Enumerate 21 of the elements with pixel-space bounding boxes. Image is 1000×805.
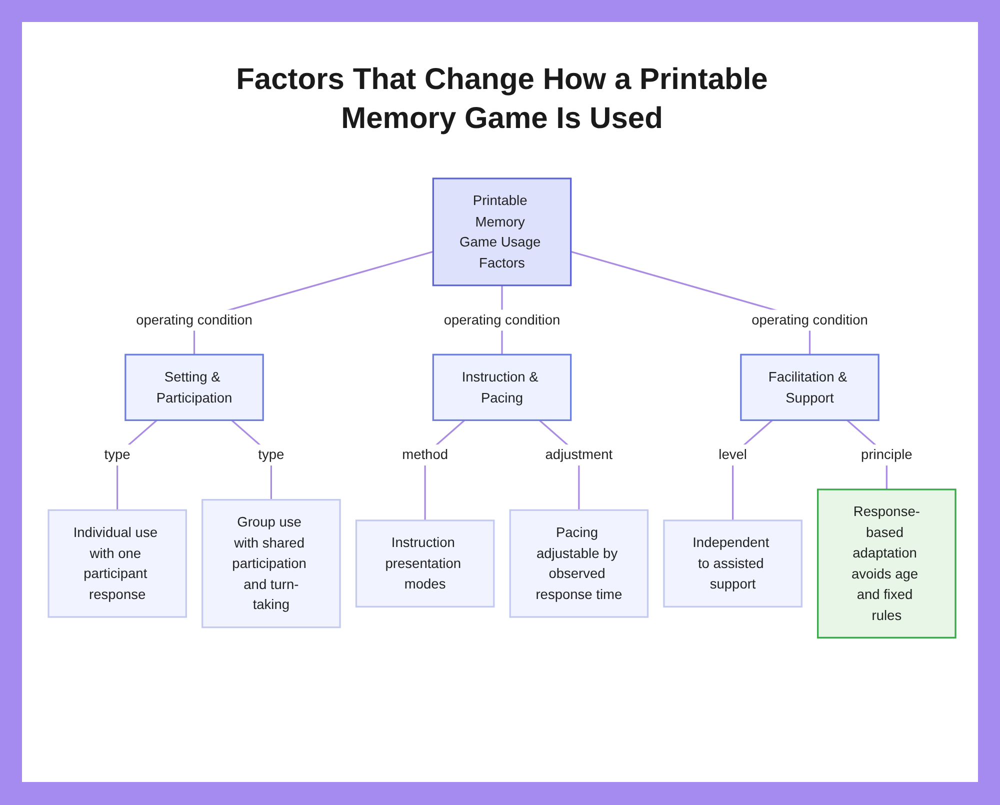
edge-label: type — [258, 446, 284, 462]
edge-label: operating condition — [136, 312, 252, 328]
node-box — [202, 498, 341, 628]
node-box — [509, 509, 649, 618]
node-box — [355, 520, 495, 608]
node-box — [124, 354, 264, 422]
node-box — [48, 509, 187, 618]
edge-label: principle — [861, 446, 912, 462]
edge-label: adjustment — [545, 446, 613, 462]
edge-label: operating condition — [752, 312, 868, 328]
diagram-title: Factors That Change How a Printable Memory Game Is Used — [235, 62, 769, 137]
node-box — [740, 354, 880, 422]
card-background: Factors That Change How a Printable Memory Game Is Used operating condition operating condition operating condition type type method adjustment level principle Printable Memory Game Usage Factors Setting & Participation Instruction & Pacing Facilitation & Support Individual use with one participant response Group use with shared participation and turn-taking Instruction presentation modes Pacing adjustable by observed response time Independent to assisted support Response-based adaptation avoids age and fixed rules — [22, 22, 978, 782]
node-box — [432, 354, 572, 422]
node-box — [817, 488, 956, 638]
edge-label: type — [104, 446, 130, 462]
node-box — [663, 520, 802, 608]
edge-label: method — [402, 446, 448, 462]
node-box — [432, 178, 572, 286]
edge-label: level — [718, 446, 747, 462]
edge-label: operating condition — [444, 312, 560, 328]
